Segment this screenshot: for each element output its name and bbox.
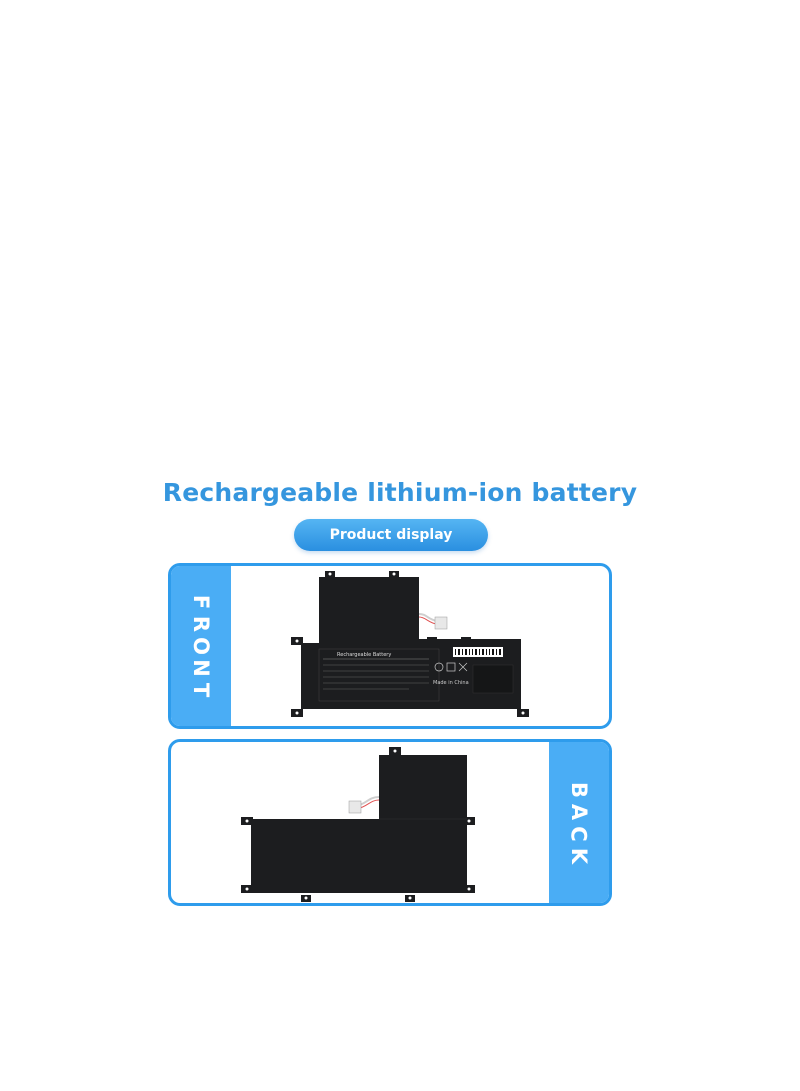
battery-back-image — [241, 747, 475, 902]
product-display-button[interactable]: Product display — [294, 519, 488, 551]
front-view-panel: F R O N T Rechargeable Battery — [168, 563, 612, 729]
front-label: F R O N T — [171, 566, 231, 726]
page-title: Rechargeable lithium-ion battery — [162, 478, 638, 507]
battery-front-image: Rechargeable Battery Made in China — [291, 571, 529, 717]
back-view-panel: B A C K — [168, 739, 612, 906]
back-label: B A C K — [549, 742, 609, 903]
made-in-text: Made in China — [433, 680, 469, 686]
battery-label-title: Rechargeable Battery — [337, 652, 391, 658]
